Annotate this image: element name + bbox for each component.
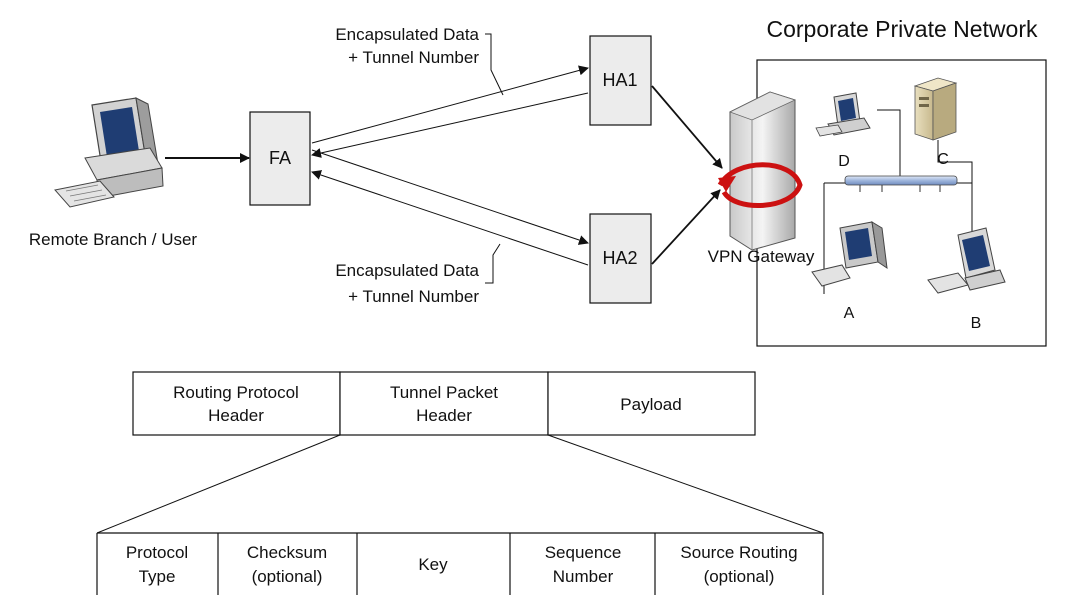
corporate-network-frame	[756, 59, 1047, 347]
packet-label: Payload	[620, 395, 681, 414]
bottom-annotation-line2: + Tunnel Number	[348, 287, 479, 306]
ha1-label: HA1	[602, 70, 637, 90]
tunnel-header-fields: Protocol Type Checksum (optional) Key Se…	[96, 532, 824, 595]
field-label: Source Routing	[680, 543, 797, 562]
packet-cell-routing-header	[132, 371, 341, 436]
fa-box	[249, 111, 311, 206]
bottom-annotation-leader	[485, 243, 501, 284]
ha1-to-fa-arrow	[311, 92, 589, 158]
field-label: Type	[139, 567, 176, 586]
field-label: Key	[418, 555, 448, 574]
vpn-gateway-label: VPN Gateway	[708, 247, 815, 266]
fa-to-ha1-arrow	[311, 65, 589, 144]
packet-label: Header	[416, 406, 472, 425]
pc-d-label: D	[838, 153, 850, 170]
packet-label: Routing Protocol	[173, 383, 299, 402]
field-label: (optional)	[704, 567, 775, 586]
top-annotation-line1: Encapsulated Data	[335, 25, 479, 44]
expansion-line-left	[96, 434, 341, 534]
bottom-annotation-line1: Encapsulated Data	[335, 261, 479, 280]
ha1-box	[589, 35, 652, 126]
fa-label: FA	[269, 148, 291, 168]
field-label: Sequence	[545, 543, 622, 562]
field-label: Checksum	[247, 543, 327, 562]
ha1-to-gateway-arrow	[651, 85, 723, 169]
network-title: Corporate Private Network	[767, 16, 1038, 42]
pc-a-label: A	[844, 305, 855, 322]
packet-label: Tunnel Packet	[390, 383, 498, 402]
ha2-label: HA2	[602, 248, 637, 268]
packet-label: Header	[208, 406, 264, 425]
field-label: (optional)	[252, 567, 323, 586]
top-annotation-leader	[485, 33, 504, 96]
field-label: Protocol	[126, 543, 188, 562]
pc-a-icon	[811, 221, 888, 287]
packet-structure: Routing Protocol Header Tunnel Packet He…	[132, 371, 756, 436]
fa-to-ha2-arrow	[311, 149, 589, 245]
expansion-line-right	[547, 434, 824, 534]
packet-cell-payload	[547, 371, 756, 436]
ha2-to-gateway-arrow	[651, 189, 721, 265]
ha2-to-fa-arrow	[311, 170, 589, 266]
pc-b-label: B	[971, 315, 982, 332]
vpn-gateway-icon	[717, 91, 803, 251]
remote-branch-label: Remote Branch / User	[29, 230, 198, 249]
field-label: Number	[553, 567, 614, 586]
network-bus	[823, 109, 973, 294]
top-annotation-line2: + Tunnel Number	[348, 48, 479, 67]
pc-d-icon	[815, 92, 871, 137]
pc-b-icon	[927, 227, 1006, 294]
server-c-label: C	[937, 151, 949, 168]
packet-cell-tunnel-header	[339, 371, 549, 436]
server-c-icon	[913, 77, 958, 141]
remote-computer-icon	[54, 97, 164, 208]
ha2-box	[589, 213, 652, 304]
